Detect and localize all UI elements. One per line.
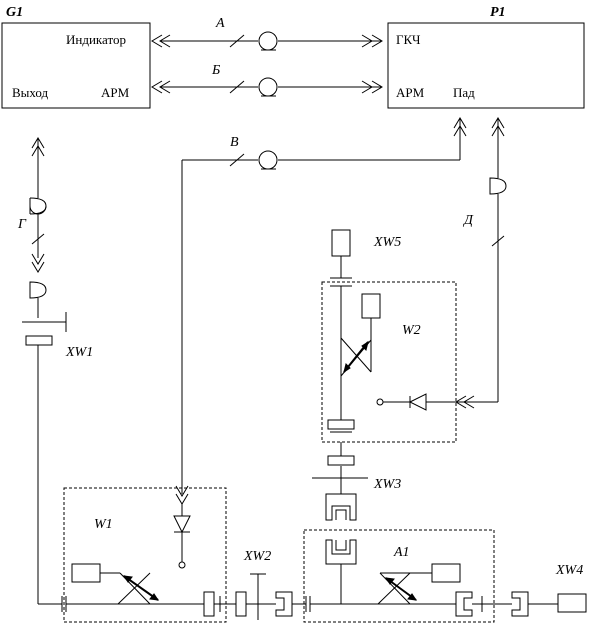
cable-v-label: В [230, 135, 239, 150]
cable-g-label: Г [17, 217, 27, 232]
g1-box [1, 22, 151, 109]
bottom-rail: XW2 [38, 549, 311, 620]
p1-gkch-label: ГКЧ [396, 32, 421, 47]
xw5-label: XW5 [373, 235, 401, 250]
connector-xw4: XW4 [472, 563, 587, 617]
a1-box [303, 529, 495, 623]
g1-indicator-label: Индикатор [66, 32, 126, 47]
module-a1: A1 [303, 529, 495, 623]
block-g1: G1 Индикатор Выход АРМ [1, 5, 151, 109]
g1-arm-label: АРМ [101, 85, 130, 100]
module-w2: W2 [321, 281, 458, 443]
xw2-label: XW2 [243, 549, 271, 564]
cable-d: Д [455, 117, 507, 409]
xw1-label: XW1 [65, 345, 93, 360]
cable-a-label: А [215, 16, 225, 31]
a1-label: A1 [393, 545, 410, 560]
connector-xw5: XW5 [330, 229, 401, 279]
cable-b: Б [151, 63, 383, 97]
cable-d-label: Д [462, 213, 474, 228]
p1-arm-label: АРМ [396, 85, 425, 100]
cable-b-label: Б [211, 63, 220, 78]
w1-label: W1 [94, 517, 113, 532]
w2-label: W2 [402, 323, 421, 338]
p1-pad-label: Пад [453, 85, 475, 100]
cable-g: Г [17, 137, 47, 318]
p1-title: P1 [490, 5, 506, 20]
w2-box [321, 281, 457, 443]
xw3-label: XW3 [373, 477, 401, 492]
w1-box [63, 487, 227, 623]
cable-v: В [175, 117, 467, 505]
cable-a: А [151, 16, 383, 51]
p1-box [387, 22, 585, 109]
connector-xw3: XW3 [312, 442, 401, 521]
g1-title: G1 [6, 5, 23, 20]
connector-xw1: XW1 [22, 312, 93, 604]
g1-output-label: Выход [12, 85, 49, 100]
block-p1: P1 ГКЧ АРМ Пад [387, 5, 585, 109]
xw4-label: XW4 [555, 563, 583, 578]
module-w1: W1 [63, 487, 227, 623]
